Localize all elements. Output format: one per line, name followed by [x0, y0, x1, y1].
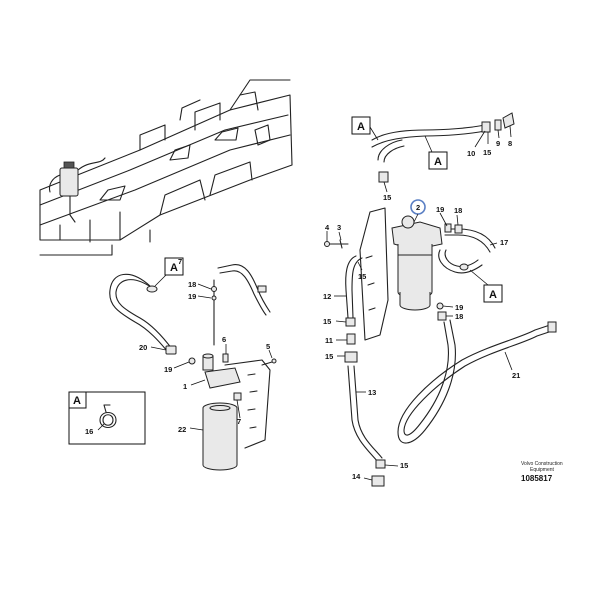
callout-9: 9 — [496, 139, 500, 148]
callout-15-bracket: 15 — [383, 193, 391, 202]
callout-17: 17 — [500, 238, 508, 247]
section-marker-right: A — [469, 269, 503, 303]
callout-18-lower: 18 — [455, 312, 463, 321]
leader-lines — [97, 125, 513, 481]
callout-2: 2 — [416, 203, 420, 212]
left-filter-assembly — [109, 264, 277, 471]
callout-19-left: 19 — [188, 292, 196, 301]
right-filter-assembly — [324, 112, 557, 487]
callout-18-right: 18 — [454, 206, 462, 215]
callout-15-bottom: 15 — [400, 461, 408, 470]
callout-7-upper: 7 — [178, 257, 182, 266]
callout-5: 5 — [266, 342, 270, 351]
callout-15-mid: 15 — [358, 272, 366, 281]
section-marker-top-left: A — [351, 116, 379, 141]
callout-8: 8 — [508, 139, 512, 148]
section-marker-left: A — [154, 257, 184, 287]
callout-4: 4 — [325, 223, 330, 232]
section-marker-label: A — [73, 395, 81, 407]
callout-22: 22 — [178, 425, 186, 434]
callout-19-lower: 19 — [455, 303, 463, 312]
figure-number: 1085817 — [521, 474, 553, 483]
callout-21: 21 — [512, 371, 520, 380]
callout-20: 20 — [139, 343, 147, 352]
callout-13: 13 — [368, 388, 376, 397]
callout-6: 6 — [222, 335, 226, 344]
callout-1: 1 — [183, 382, 187, 391]
callout-15-left: 15 — [323, 317, 331, 326]
callout-numbers: 1 2 3 4 5 6 7 7 8 9 10 11 12 13 14 15 15… — [85, 139, 520, 481]
section-marker-label: A — [170, 262, 178, 274]
publisher-line-2: Equipment — [530, 467, 555, 473]
callout-18-left: 18 — [188, 280, 196, 289]
section-marker-label: A — [489, 289, 497, 301]
callout-10: 10 — [467, 149, 475, 158]
callout-11: 11 — [325, 336, 333, 345]
callout-3: 3 — [337, 223, 341, 232]
callout-15-top: 15 — [483, 148, 491, 157]
machine-frame — [39, 79, 293, 256]
section-marker-label: A — [434, 156, 442, 168]
callout-15-lower: 15 — [325, 352, 333, 361]
callout-12: 12 — [323, 292, 331, 301]
publisher-line-1: Volvo Construction — [521, 461, 563, 467]
callout-16: 16 — [85, 427, 93, 436]
callout-19-mid: 19 — [164, 365, 172, 374]
callout-14: 14 — [352, 472, 361, 481]
callout-7-left: 7 — [237, 417, 241, 426]
section-marker-detail-box: A — [68, 391, 87, 409]
footer-block: Volvo Construction Equipment 1085817 — [521, 461, 563, 483]
callout-19-right: 19 — [436, 205, 444, 214]
section-marker-top-right: A — [424, 135, 448, 170]
section-marker-label: A — [357, 121, 365, 133]
